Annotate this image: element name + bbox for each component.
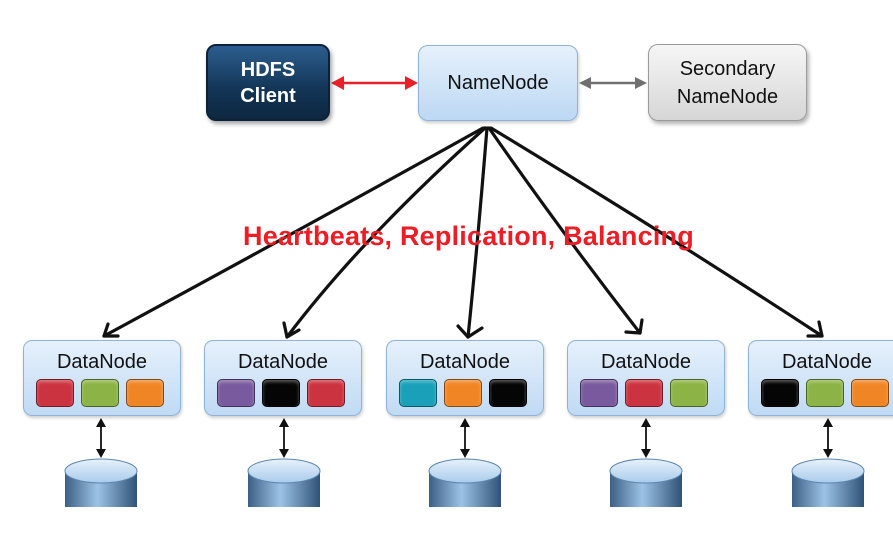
secondary-namenode-line2: NameNode (676, 85, 779, 108)
disk-link-5 (823, 418, 833, 458)
disk-icon (247, 458, 321, 507)
datanode-5: DataNode (748, 340, 893, 416)
client-namenode-arrow (331, 76, 418, 90)
block-row (217, 379, 345, 407)
data-block-orange (126, 379, 164, 407)
data-block-green (806, 379, 844, 407)
data-block-orange (851, 379, 889, 407)
namenode-to-datanode-arrows (102, 126, 824, 339)
data-block-black (262, 379, 300, 407)
heartbeat-edge-label: Heartbeats, Replication, Balancing (243, 221, 694, 251)
datanode-label: DataNode (237, 351, 329, 373)
data-block-green (81, 379, 119, 407)
datanode-disk-links (96, 418, 833, 458)
block-row (761, 379, 889, 407)
hdfs-client-line1: HDFS (240, 58, 296, 81)
data-block-green (670, 379, 708, 407)
namenode-node: NameNode (418, 45, 578, 121)
data-block-black (489, 379, 527, 407)
disk-icon (609, 458, 683, 507)
disk-link-2 (279, 418, 289, 458)
datanode-1: DataNode (23, 340, 181, 416)
datanode-4: DataNode (567, 340, 725, 416)
data-block-purple (580, 379, 618, 407)
data-block-purple (217, 379, 255, 407)
disk-link-3 (460, 418, 470, 458)
arrow-to-datanode-3 (456, 126, 489, 339)
data-block-teal (399, 379, 437, 407)
block-row (399, 379, 527, 407)
data-block-red (625, 379, 663, 407)
data-block-red (307, 379, 345, 407)
datanode-label: DataNode (781, 351, 873, 373)
datanode-3: DataNode (386, 340, 544, 416)
disk-icon (64, 458, 138, 507)
block-row (580, 379, 708, 407)
arrow-to-datanode-1 (102, 126, 485, 338)
disk-icon (791, 458, 865, 507)
hdfs-client-node: HDFS Client (206, 44, 330, 121)
disk-link-1 (96, 418, 106, 458)
namenode-secondary-arrow (579, 77, 647, 89)
data-block-red (36, 379, 74, 407)
arrow-to-datanode-4 (487, 126, 644, 335)
data-block-orange (444, 379, 482, 407)
disk-link-4 (641, 418, 651, 458)
disk-icon (428, 458, 502, 507)
secondary-namenode-line1: Secondary (679, 57, 776, 80)
datanode-label: DataNode (56, 351, 148, 373)
arrow-to-datanode-2 (282, 126, 487, 339)
disk-storage-group (64, 458, 865, 507)
secondary-namenode-node: Secondary NameNode (648, 44, 807, 121)
datanode-label: DataNode (419, 351, 511, 373)
namenode-label: NameNode (447, 71, 549, 94)
block-row (36, 379, 164, 407)
arrow-to-datanode-5 (489, 126, 824, 338)
data-block-black (761, 379, 799, 407)
hdfs-client-line2: Client (240, 84, 296, 107)
datanode-2: DataNode (204, 340, 362, 416)
datanode-label: DataNode (600, 351, 692, 373)
